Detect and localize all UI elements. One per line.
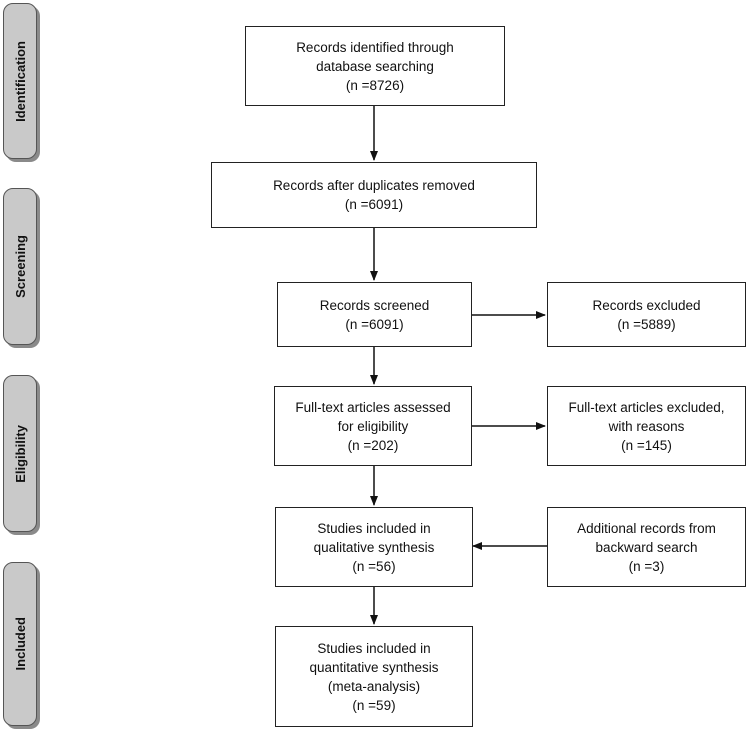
box-records-screened: Records screened (n =6091): [277, 282, 472, 347]
box-qualitative-synthesis-line1: Studies included in: [317, 520, 431, 536]
box-backward-search-line1: Additional records from: [577, 520, 716, 536]
box-records-excluded: Records excluded (n =5889): [547, 282, 746, 347]
phase-included: Included: [3, 562, 37, 726]
box-qualitative-synthesis: Studies included in qualitative synthesi…: [275, 507, 473, 587]
box-fulltext-assessed-line1: Full-text articles assessed: [295, 399, 451, 415]
box-records-deduplicated: Records after duplicates removed (n =609…: [211, 162, 537, 228]
box-fulltext-excluded-line2: with reasons: [608, 418, 685, 434]
box-qualitative-synthesis-line2: qualitative synthesis: [313, 539, 435, 555]
phase-identification: Identification: [3, 3, 37, 159]
box-fulltext-excluded: Full-text articles excluded, with reason…: [547, 386, 746, 466]
box-records-screened-count: (n =6091): [345, 316, 404, 332]
box-fulltext-assessed: Full-text articles assessed for eligibil…: [274, 386, 472, 466]
box-backward-search: Additional records from backward search …: [547, 507, 746, 587]
box-quantitative-synthesis-line1: Studies included in: [317, 640, 431, 656]
box-records-identified-line1: Records identified through: [296, 39, 454, 55]
box-records-screened-line1: Records screened: [319, 297, 430, 313]
box-records-identified-line2: database searching: [316, 58, 434, 74]
box-records-deduplicated-count: (n =6091): [344, 197, 404, 212]
box-fulltext-assessed-count: (n =202): [347, 437, 399, 453]
box-quantitative-synthesis: Studies included in quantitative synthes…: [275, 626, 473, 727]
phase-eligibility: Eligibility: [3, 375, 37, 532]
box-fulltext-excluded-line1: Full-text articles excluded,: [568, 399, 725, 415]
box-backward-search-count: (n =3): [628, 558, 665, 574]
box-records-deduplicated-line1: Records after duplicates removed: [273, 178, 475, 193]
box-fulltext-excluded-count: (n =145): [621, 437, 672, 453]
box-records-identified: Records identified through database sear…: [245, 26, 505, 106]
phase-screening: Screening: [3, 188, 37, 345]
box-quantitative-synthesis-count: (n =59): [352, 697, 396, 713]
box-records-excluded-count: (n =5889): [617, 316, 676, 332]
box-qualitative-synthesis-count: (n =56): [352, 558, 396, 574]
box-quantitative-synthesis-line3: (meta-analysis): [327, 678, 421, 694]
box-backward-search-line2: backward search: [595, 539, 698, 555]
box-records-excluded-line1: Records excluded: [592, 297, 701, 313]
box-records-identified-count: (n =8726): [345, 77, 405, 93]
box-quantitative-synthesis-line2: quantitative synthesis: [309, 659, 439, 675]
box-fulltext-assessed-line2: for eligibility: [337, 418, 409, 434]
